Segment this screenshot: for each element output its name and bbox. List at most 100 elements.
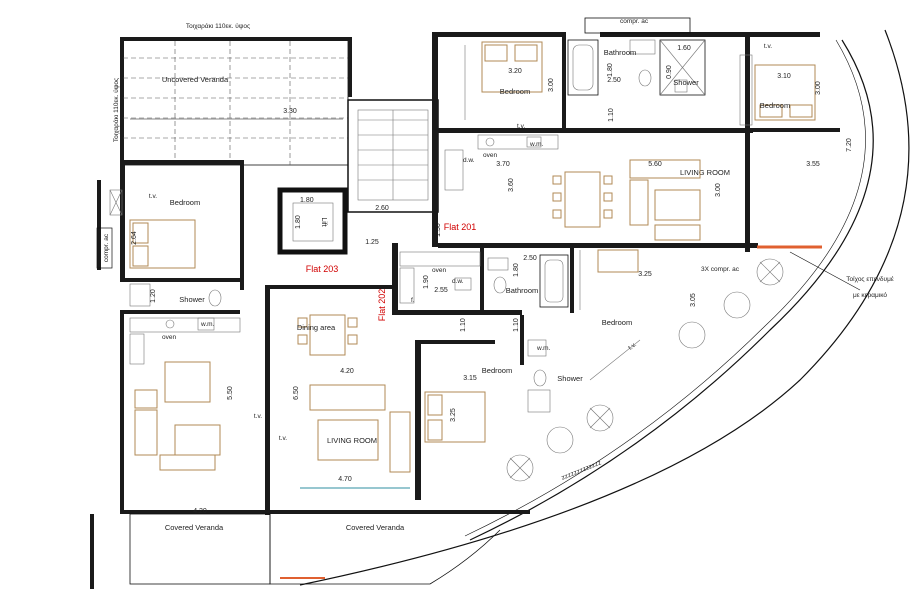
compressor-box-top — [584, 17, 691, 34]
dw-201: d.w. — [463, 157, 475, 164]
living-202-label: LIVING ROOM — [327, 436, 377, 445]
dim-1-60-shower: 1.60 — [677, 45, 691, 52]
living-201-furniture — [552, 159, 701, 241]
bedroom-202b-label: Bedroom — [482, 366, 512, 375]
dining-area-furniture — [297, 314, 358, 356]
dim-4-20-a: 4.20 — [340, 368, 354, 375]
bedroom-201b-label: Bedroom — [760, 101, 790, 110]
round-planters — [506, 258, 784, 482]
dim-5-50: 5.50 — [227, 386, 234, 400]
dim-4-70: 4.70 — [338, 476, 352, 483]
dim-1-80-lift-side: 1.80 — [295, 215, 302, 229]
flat-201-walls — [432, 32, 840, 252]
bedroom-201a-furniture — [464, 41, 543, 120]
kitchen-202-fixtures — [399, 251, 481, 304]
dw-202: d.w. — [452, 278, 464, 285]
bathroom-202-fixtures — [487, 254, 569, 308]
stair-core — [347, 99, 439, 213]
dim-1-50: 1.50 — [435, 223, 442, 237]
dim-5-60: 5.60 — [648, 161, 662, 168]
dim-2-50-bath: 2.50 — [607, 77, 621, 84]
bathroom-201-label: Bathroom — [604, 48, 637, 57]
compressor-box-left — [96, 227, 113, 269]
bedroom-203-furniture — [109, 189, 196, 269]
dim-4-20-b: 4.20 — [193, 508, 207, 515]
bedroom-202a-furniture — [579, 249, 639, 310]
dim-7-20: 7.20 — [846, 138, 853, 152]
dim-1-90: 1.90 — [423, 275, 430, 289]
dim-3-00-b: 3.00 — [815, 81, 822, 95]
bedroom-203-label: Bedroom — [170, 198, 200, 207]
dim-1-80-b202: 1.80 — [513, 263, 520, 277]
shower-202-fixtures — [527, 339, 641, 413]
curved-outer-walls — [299, 29, 910, 586]
wall-top-note: Τοιχαράκι 110εκ. ύψος — [186, 22, 250, 30]
shower-203-fixtures — [129, 283, 222, 307]
lift-shaft — [277, 187, 348, 255]
bathroom-201-fixtures — [567, 39, 706, 96]
shower-202-label: Shower — [557, 374, 583, 383]
dim-3-55: 3.55 — [806, 161, 820, 168]
dim-3-60: 3.60 — [508, 178, 515, 192]
lift-label: Lift — [320, 217, 327, 226]
bedroom-202b-furniture — [424, 391, 486, 443]
flat-203-label: Flat 203 — [306, 264, 339, 274]
living-202-furniture — [309, 384, 411, 473]
dim-2-55: 2.55 — [434, 287, 448, 294]
dim-1-10-top: 1.10 — [608, 108, 615, 122]
wall-note-leader — [789, 251, 861, 291]
bottom-verandas — [90, 513, 501, 589]
dim-3-05: 3.05 — [690, 293, 697, 307]
tv-203-living: t.v. — [254, 413, 262, 420]
dim-0-90: 0.90 — [666, 65, 673, 79]
tv-201b: t.v. — [764, 43, 772, 50]
f-202: f. — [411, 297, 415, 304]
wm-203: w.m. — [200, 321, 215, 328]
dim-3-25-b: 3.25 — [450, 408, 457, 422]
dim-3-10: 3.10 — [777, 73, 791, 80]
bedroom-201a-label: Bedroom — [500, 87, 530, 96]
wall-note-2: με κεραμικό — [853, 291, 887, 299]
dim-2-64: 2.64 — [131, 231, 138, 245]
wm-202: w.m. — [536, 345, 551, 352]
dim-3-00-c: 3.00 — [715, 183, 722, 197]
uncovered-veranda-area — [120, 37, 352, 167]
bedroom-201b-furniture — [739, 54, 816, 126]
wall-note-1: Τοίχος επενδυμέ — [846, 275, 894, 283]
compr-left-label: compr. ac — [103, 233, 110, 262]
dim-3-25: 3.25 — [638, 271, 652, 278]
dim-6-50: 6.50 — [293, 386, 300, 400]
bathroom-202-label: Bathroom — [506, 286, 539, 295]
oven-203: oven — [162, 334, 176, 341]
compr-mid-label: 3X compr. ac — [701, 266, 740, 273]
dim-3-00-a: 3.00 — [548, 78, 555, 92]
wm-201: w.m. — [529, 141, 544, 148]
covered-veranda-right: Covered Veranda — [346, 523, 405, 532]
dim-1-20: 1.20 — [150, 289, 157, 303]
kitchen-201-fixtures — [444, 134, 559, 191]
dim-1-10-mid-a: 1.10 — [460, 318, 467, 332]
dim-3-30: 3.30 — [283, 108, 297, 115]
flat-202-walls — [392, 243, 574, 500]
dim-1-25: 1.25 — [365, 239, 379, 246]
tv-203: t.v. — [149, 193, 157, 200]
bedroom-202a-label: Bedroom — [602, 318, 632, 327]
flat-202-label: Flat 202 — [377, 289, 387, 322]
dim-1-10-mid-b: 1.10 — [513, 318, 520, 332]
tv-living-lower: t.v. — [279, 435, 287, 442]
dim-3-15: 3.15 — [463, 375, 477, 382]
living-201-label: LIVING ROOM — [680, 168, 730, 177]
dim-1-80-bath: 1.80 — [607, 63, 614, 77]
kitchen-203-fixtures — [129, 317, 241, 365]
shower-201-label: Shower — [673, 78, 699, 87]
compr-top-label: compr. ac — [620, 18, 649, 25]
dim-3-70: 3.70 — [496, 161, 510, 168]
dining-area-label: Dining area — [297, 323, 336, 332]
dim-2-50-b202: 2.50 — [523, 255, 537, 262]
tv-202: t.v. — [627, 341, 638, 352]
wall-left-note: Τοιχαράκι 110εκ. ύψος — [112, 78, 120, 142]
uncovered-veranda-label: Uncovered Veranda — [162, 75, 229, 84]
shower-203-label: Shower — [179, 295, 205, 304]
flat-203-walls — [97, 160, 530, 515]
dim-2-60: 2.60 — [375, 205, 389, 212]
